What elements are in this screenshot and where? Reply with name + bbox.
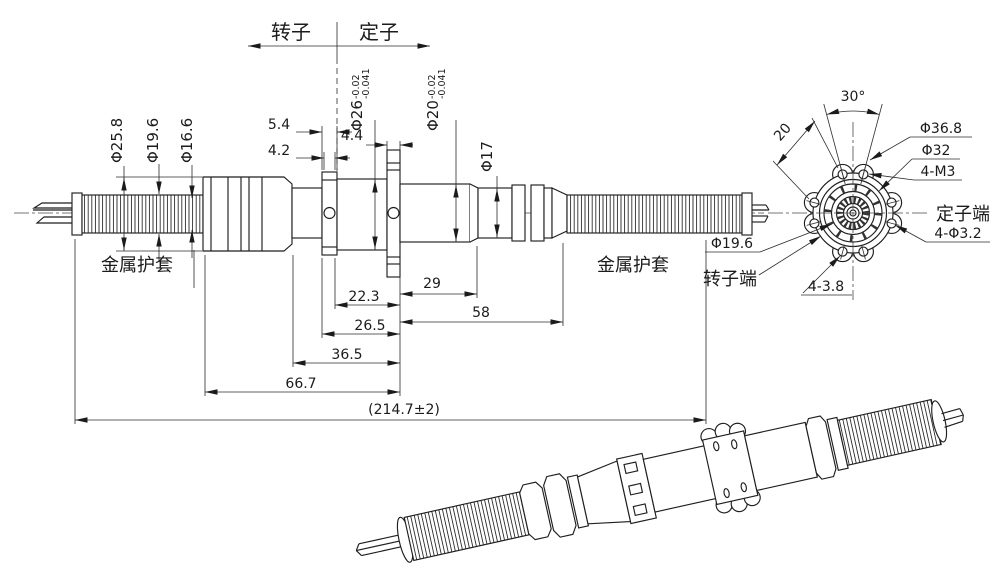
stator-flange xyxy=(386,149,401,278)
svg-text:30°: 30° xyxy=(841,89,866,105)
svg-text:26.5: 26.5 xyxy=(354,318,385,334)
iso-right-cylinder xyxy=(743,421,818,492)
svg-text:Φ26: Φ26 xyxy=(348,100,366,131)
rotor-end-label-group: 转子端 xyxy=(703,235,822,290)
svg-text:Φ25.8: Φ25.8 xyxy=(108,118,126,163)
dim-66-7: 66.7 xyxy=(205,376,400,395)
left-bellows-sheath xyxy=(81,194,204,234)
svg-text:4.4: 4.4 xyxy=(341,128,363,144)
svg-text:66.7: 66.7 xyxy=(285,376,316,392)
phi26-cylinder xyxy=(336,178,388,251)
svg-text:20: 20 xyxy=(771,120,795,144)
iso-lug-ring xyxy=(615,452,658,525)
end-view: 30° 20 Φ36.8 Φ32 4-M3 定子端 xyxy=(703,89,990,300)
dim-phi16-6: Φ16.6 xyxy=(178,118,196,258)
right-lead-wires xyxy=(752,204,770,223)
leader-4-phi3-2: 4-Φ3.2 xyxy=(894,224,990,243)
svg-text:(214.7±2): (214.7±2) xyxy=(368,402,440,418)
iso-right-wires xyxy=(941,408,964,428)
dim-phi26-tol: Φ26 -0.02 -0.041 xyxy=(348,68,378,250)
rotor-shell-body xyxy=(202,176,293,252)
svg-text:-0.041: -0.041 xyxy=(361,68,372,99)
dim-58: 58 xyxy=(400,305,563,325)
svg-text:Φ17: Φ17 xyxy=(478,141,496,172)
bottom-dimensions: 金属护套 金属护套 29 22.3 58 26.5 36.5 66.7 (214… xyxy=(74,239,707,424)
neck-cylinder xyxy=(291,187,323,239)
svg-text:Φ19.6: Φ19.6 xyxy=(711,236,753,252)
leader-phi19-6: Φ19.6 xyxy=(705,223,833,253)
svg-text:4-M3: 4-M3 xyxy=(921,164,956,180)
rotor-end-label: 转子端 xyxy=(703,269,757,290)
svg-text:22.3: 22.3 xyxy=(348,289,379,305)
dim-26-5: 26.5 xyxy=(322,318,400,337)
iso-lobed-flange xyxy=(700,422,761,514)
iso-right-bellows xyxy=(836,398,942,466)
svg-text:4-Φ3.2: 4-Φ3.2 xyxy=(934,226,981,242)
svg-text:4.2: 4.2 xyxy=(268,143,290,159)
left-ferrule xyxy=(71,192,83,236)
leader-phi36-8: Φ36.8 xyxy=(869,121,972,161)
stator-end-label: 定子端 xyxy=(936,204,990,225)
svg-text:29: 29 xyxy=(423,276,441,292)
dim-5-4: 5.4 xyxy=(268,117,352,170)
iso-view xyxy=(355,398,964,563)
iso-nut-1 xyxy=(519,481,552,541)
svg-text:Φ19.6: Φ19.6 xyxy=(144,118,162,163)
metal-sheath-label-left: 金属护套 xyxy=(101,255,173,276)
dim-phi17: Φ17 xyxy=(478,141,500,238)
dim-4-2: 4.2 xyxy=(268,143,350,170)
dim-overall-214-7: (214.7±2) xyxy=(75,402,706,423)
leader-4-3-8: 4-3.8 xyxy=(801,255,852,296)
side-view xyxy=(14,149,770,278)
svg-text:Φ16.6: Φ16.6 xyxy=(178,118,196,163)
phi20-cylinder xyxy=(399,183,471,243)
rotor-header-label: 转子 xyxy=(271,20,311,44)
dim-29: 29 xyxy=(400,276,477,297)
dim-30deg: 30° xyxy=(823,89,883,185)
iso-nut-3 xyxy=(805,415,837,480)
metal-sheath-label-right: 金属护套 xyxy=(597,255,669,276)
iso-nut-2 xyxy=(543,473,577,538)
svg-text:36.5: 36.5 xyxy=(331,347,362,363)
dim-36-5: 36.5 xyxy=(293,347,400,366)
iso-left-bellows xyxy=(403,491,530,562)
svg-text:58: 58 xyxy=(472,305,490,321)
dim-phi19-6: Φ19.6 xyxy=(144,118,162,262)
leader-4-m3: 4-M3 xyxy=(868,164,962,181)
phi17-section xyxy=(469,183,568,243)
stator-header-label: 定子 xyxy=(359,20,399,44)
dim-phi20-tol: Φ20 -0.02 -0.041 xyxy=(424,68,459,242)
svg-text:Φ36.8: Φ36.8 xyxy=(920,121,962,137)
svg-text:-0.041: -0.041 xyxy=(437,68,448,99)
dim-4-4: 4.4 xyxy=(341,128,413,150)
svg-text:5.4: 5.4 xyxy=(268,117,290,133)
svg-text:4-3.8: 4-3.8 xyxy=(808,279,844,295)
svg-text:-0.02: -0.02 xyxy=(427,74,438,99)
svg-text:Φ20: Φ20 xyxy=(424,100,442,131)
iso-left-wires xyxy=(355,534,403,557)
svg-text:-0.02: -0.02 xyxy=(351,74,362,99)
left-lead-wires xyxy=(31,202,74,224)
right-ferrule xyxy=(741,192,753,236)
svg-text:Φ32: Φ32 xyxy=(922,143,951,159)
top-dimensions: 转子 定子 Φ25.8 Φ19.6 Φ16.6 Φ26 -0.02 xyxy=(108,20,500,262)
leader-phi32: Φ32 xyxy=(878,143,960,192)
right-bellows-sheath xyxy=(566,194,743,234)
rotor-collar xyxy=(321,171,338,256)
dim-22-3: 22.3 xyxy=(335,289,400,308)
dim-phi25-8: Φ25.8 xyxy=(108,118,202,252)
